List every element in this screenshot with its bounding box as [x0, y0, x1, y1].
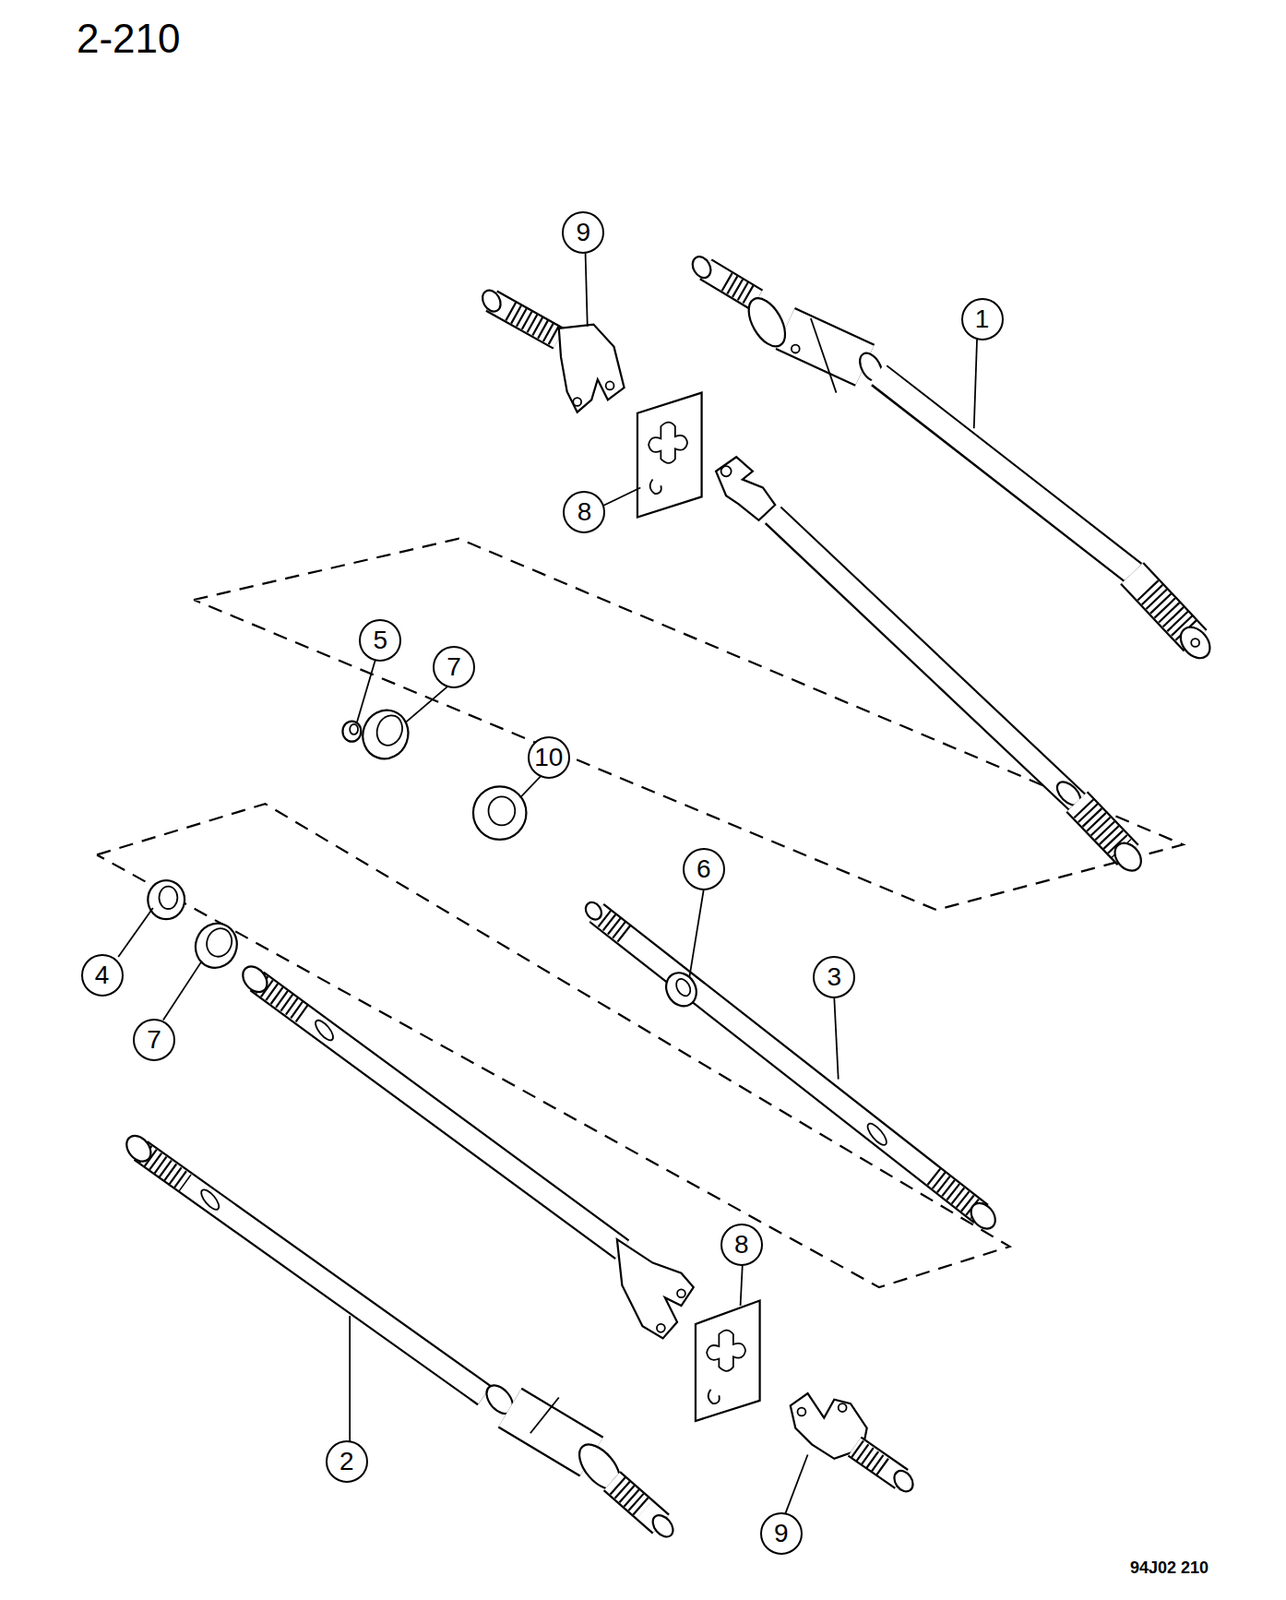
callout-number: 3 [827, 964, 843, 990]
callout-number: 2 [339, 1448, 355, 1475]
callout-number: 4 [95, 962, 110, 989]
axle-shaft [689, 253, 1216, 665]
callout-circle: 7 [132, 1018, 176, 1061]
callout-circle: 9 [561, 211, 605, 254]
callout-circle: 6 [682, 847, 726, 891]
callout-number: 1 [975, 306, 990, 333]
u-joint-kit [695, 1300, 761, 1421]
callout-number: 10 [534, 744, 563, 771]
seal-ring [356, 703, 416, 766]
callout-number: 8 [577, 499, 593, 525]
callout-circle: 7 [432, 645, 476, 689]
axle-shaft [582, 899, 1001, 1234]
seal-ring [473, 785, 526, 839]
u-joint-kit [637, 392, 703, 518]
callout-number: 6 [696, 856, 712, 882]
bushing [342, 721, 361, 742]
callout-circle: 8 [562, 490, 606, 534]
callout-circle: 10 [527, 736, 571, 779]
seal-ring [147, 880, 185, 919]
callout-number: 7 [146, 1026, 162, 1053]
callout-circle: 9 [760, 1512, 803, 1555]
callout-circle: 2 [325, 1440, 369, 1483]
leader-line [118, 252, 977, 1513]
seal-ring [189, 916, 243, 974]
callout-number: 7 [446, 654, 462, 680]
callout-number: 5 [373, 627, 389, 654]
callout-number: 8 [734, 1231, 750, 1258]
page-number: 2-210 [76, 18, 181, 60]
callout-number: 9 [773, 1520, 789, 1547]
callout-circle: 8 [720, 1223, 763, 1266]
callout-circle: 5 [358, 619, 402, 662]
stub-shaft [790, 1393, 917, 1495]
axle-shaft [715, 456, 1147, 876]
axle-shaft [121, 1131, 678, 1541]
callout-circle: 3 [812, 955, 856, 999]
group-outline [193, 538, 1183, 910]
callout-circle: 4 [81, 953, 124, 997]
callout-circle: 1 [961, 297, 1004, 341]
stub-shaft [478, 286, 624, 412]
figure-code: 94J02 210 [1130, 1559, 1209, 1576]
callout-number: 9 [576, 219, 592, 246]
